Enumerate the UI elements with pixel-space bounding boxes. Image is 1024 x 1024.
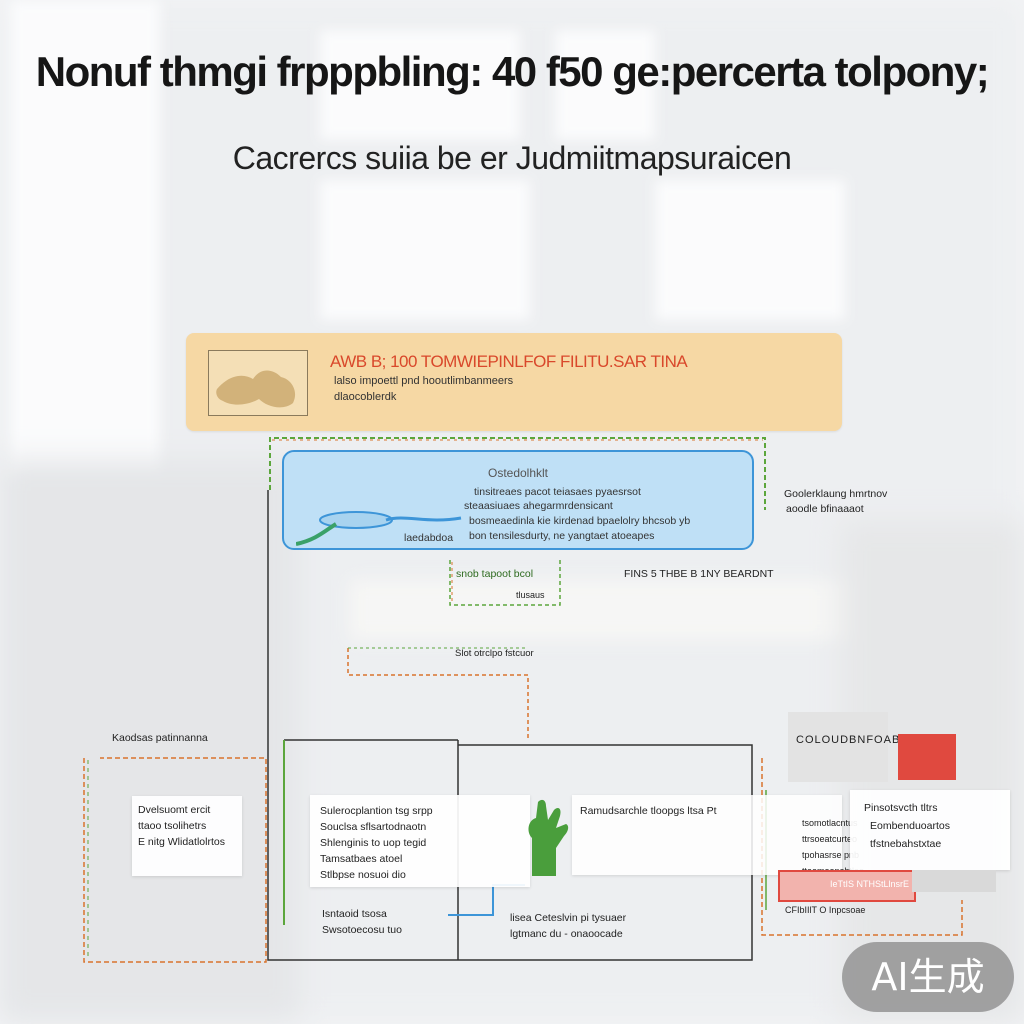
right-side-line: ttrsoeatcurteo [802, 834, 858, 844]
bottom-center-line: lgtmanc du - onaoocade [510, 928, 623, 940]
right-panel-a-line: Ramudsarchle tloopgs ltsa Pt [580, 805, 717, 817]
red-document-icon [898, 734, 956, 780]
right-panel-b: Pinsotsvcth tltrs Eombenduoartos tfstneb… [850, 790, 1010, 870]
side-note: aoodle bfinaaaot [786, 503, 864, 515]
center-panel-line: Souclsa sflsartodnaotn [320, 821, 427, 833]
connector-trunk [267, 490, 298, 961]
side-note: Goolerklaung hmrtnov [784, 488, 888, 500]
header-card-line: dlaocoblerdk [334, 391, 397, 403]
map-blob-icon [216, 370, 296, 408]
connector-green-box [449, 560, 561, 606]
hand-icon [528, 799, 569, 876]
right-cluster-tag: COLOUDBNFOAB [796, 734, 901, 746]
center-panel: Sulerocplantion tsg srpp Souclsa sflsart… [310, 795, 530, 887]
blue-card-tail-label: laedabdoa [404, 532, 454, 544]
center-panel-line: Stlbpse nosuoi dio [320, 869, 406, 881]
connector-frame-upper [269, 437, 766, 510]
page-title: Nonuf thmgi frpppbling: 40 f50 ge:percer… [35, 48, 990, 95]
page-subtitle: Cacrercs suiia be er Judmiitmapsuraicen [232, 140, 792, 176]
map-thumbnail [208, 350, 308, 416]
center-panel-line: Sulerocplantion tsg srpp [320, 805, 433, 817]
green-box-sublabel: tlusaus [516, 590, 545, 600]
header-card-line: lalso impoettl pnd hooutlimbanmeers [334, 375, 514, 387]
pipe-icon [296, 511, 462, 546]
left-section-label: Kaodsas patinnanna [112, 732, 208, 744]
connector-orange-route [347, 648, 529, 740]
blue-card-line: bon tensilesdurty, ne yangtaet atoeapes [469, 530, 655, 542]
right-cluster-foot: CFIbIIlT O Inpcsoae [785, 905, 866, 915]
center-panel-line: Tamsatbaes atoel [320, 853, 403, 865]
center-foot-line: Swsotoecosu tuo [322, 924, 402, 936]
right-panel-b-line: Eombenduoartos [870, 820, 950, 832]
blue-process-card: Ostedolhklt tinsitreaes pacot teiasaes p… [282, 450, 754, 550]
building-icon: COLOUDBNFOAB [788, 712, 899, 782]
ai-generated-badge: AI生成 [842, 942, 1014, 1012]
gray-status-bar [912, 870, 996, 892]
blue-card-line: steaasiuaes ahegarmrdensicant [464, 500, 613, 512]
center-panel-line: Shlenginis to uop tegid [320, 837, 427, 849]
connector-blue-tube [448, 884, 525, 916]
right-side-line: tpohasrse pnb [802, 850, 860, 860]
blue-card-line: tinsitreaes pacot teiasaes pyaesrsot [474, 486, 641, 498]
left-panel-line: E nitg Wlidatlolrtos [138, 836, 225, 848]
header-card-title: AWB B; 100 TOMWIEPINLFOF FILITU.SAR TINA [330, 352, 688, 371]
header-card: AWB B; 100 TOMWIEPINLFOF FILITU.SAR TINA… [186, 333, 842, 431]
right-mid-label: FINS 5 THBE B 1NY BEARDNT [624, 568, 774, 580]
right-panel-a: Ramudsarchle tloopgs ltsa Pt [572, 795, 842, 875]
blue-card-title: Ostedolhklt [487, 466, 549, 480]
blue-card-line: bosmeaedinla kie kirdenad bpaelolry bhcs… [469, 515, 691, 527]
red-status-bar-label: IeTtIS NTHStLlnsrE [830, 879, 910, 889]
right-panel-b-line: tfstnebahstxtae [870, 838, 942, 850]
left-panel-line: ttaoo tsolihetrs [138, 820, 207, 832]
left-panel: Dvelsuomt ercit ttaoo tsolihetrs E nitg … [132, 796, 242, 876]
orange-box-label: Slot otrclpo fstcuor [455, 648, 534, 659]
green-box-label: snob tapoot bcol [456, 568, 534, 580]
red-status-bar: IeTtIS NTHStLlnsrE [778, 870, 916, 902]
left-panel-line: Dvelsuomt ercit [138, 804, 211, 816]
bottom-center-line: lisea Ceteslvin pi tysuaer [510, 912, 627, 924]
right-side-line: tsomotlacntus [802, 818, 858, 828]
connector-left-frame [83, 757, 267, 963]
center-foot-line: Isntaoid tsosa [322, 908, 387, 920]
right-panel-b-line: Pinsotsvcth tltrs [864, 802, 938, 814]
